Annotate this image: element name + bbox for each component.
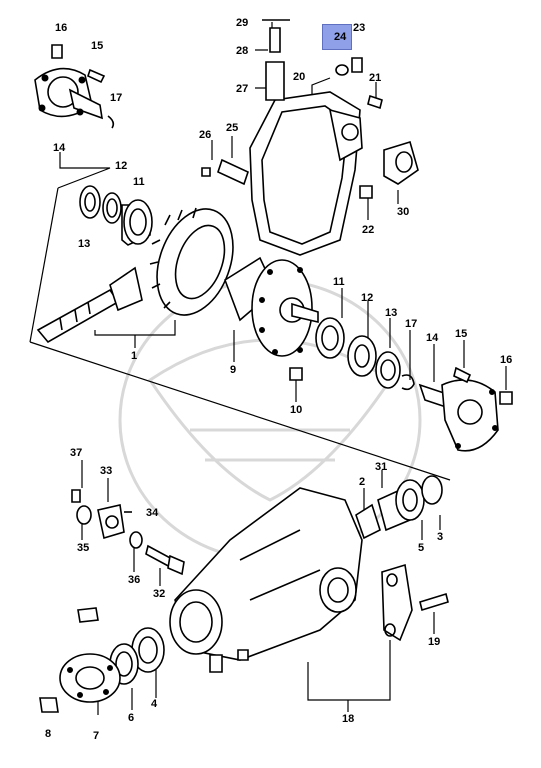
carrier-cover (201, 19, 419, 256)
callout-25: 25 (226, 122, 239, 134)
callout-26: 26 (199, 129, 212, 141)
callout-30: 30 (397, 206, 410, 218)
callout-11: 11 (133, 176, 145, 188)
callout-15: 15 (91, 40, 104, 52)
callout-14-lower: 14 (426, 332, 439, 344)
callout-36: 36 (128, 574, 141, 586)
callout-12-lower: 12 (361, 292, 374, 304)
callout-9: 9 (230, 364, 237, 376)
callout-29: 29 (236, 17, 249, 29)
callout-14: 14 (53, 142, 66, 154)
callout-34: 34 (146, 507, 159, 519)
callout-10: 10 (290, 404, 303, 416)
differential-case (224, 256, 345, 381)
callout-13: 13 (78, 238, 91, 250)
callout-13-lower: 13 (385, 307, 398, 319)
callout-27: 27 (236, 83, 249, 95)
callout-23: 23 (353, 22, 366, 34)
callout-5: 5 (418, 542, 425, 554)
callout-11-lower: 11 (333, 276, 345, 288)
breather-parts (71, 489, 185, 576)
callout-35: 35 (77, 542, 90, 554)
ring-and-pinion-gear (36, 207, 234, 344)
bearing-set-upper (79, 185, 153, 246)
callout-17: 17 (110, 92, 123, 104)
callout-32: 32 (153, 588, 166, 600)
callout-2: 2 (359, 476, 366, 488)
callout-12: 12 (115, 160, 128, 172)
callout-17-lower: 17 (405, 318, 418, 330)
callout-15-lower: 15 (455, 328, 468, 340)
callout-28: 28 (236, 45, 249, 57)
callout-19: 19 (428, 636, 441, 648)
callout-22: 22 (362, 224, 375, 236)
callout-8: 8 (45, 728, 52, 740)
callout-7: 7 (93, 730, 100, 742)
companion-flange-lower (39, 607, 165, 713)
companion-flange-upper (34, 44, 115, 129)
callout-18: 18 (342, 713, 355, 725)
callout-3: 3 (437, 531, 444, 543)
callout-16-lower: 16 (500, 354, 513, 366)
differential-carrier-housing (169, 487, 449, 673)
callout-16: 16 (55, 22, 68, 34)
callout-31: 31 (375, 461, 388, 473)
callout-20: 20 (293, 71, 306, 83)
callout-6: 6 (128, 712, 135, 724)
callout-37: 37 (70, 447, 83, 459)
side-bearing-set (347, 335, 513, 452)
pinion-bearing-set (355, 475, 443, 540)
callout-4: 4 (151, 698, 158, 710)
highlight-box (322, 24, 352, 50)
callout-33: 33 (100, 465, 113, 477)
callout-1: 1 (131, 350, 138, 362)
callout-21: 21 (369, 72, 382, 84)
highlight-label: 24 (334, 31, 347, 43)
